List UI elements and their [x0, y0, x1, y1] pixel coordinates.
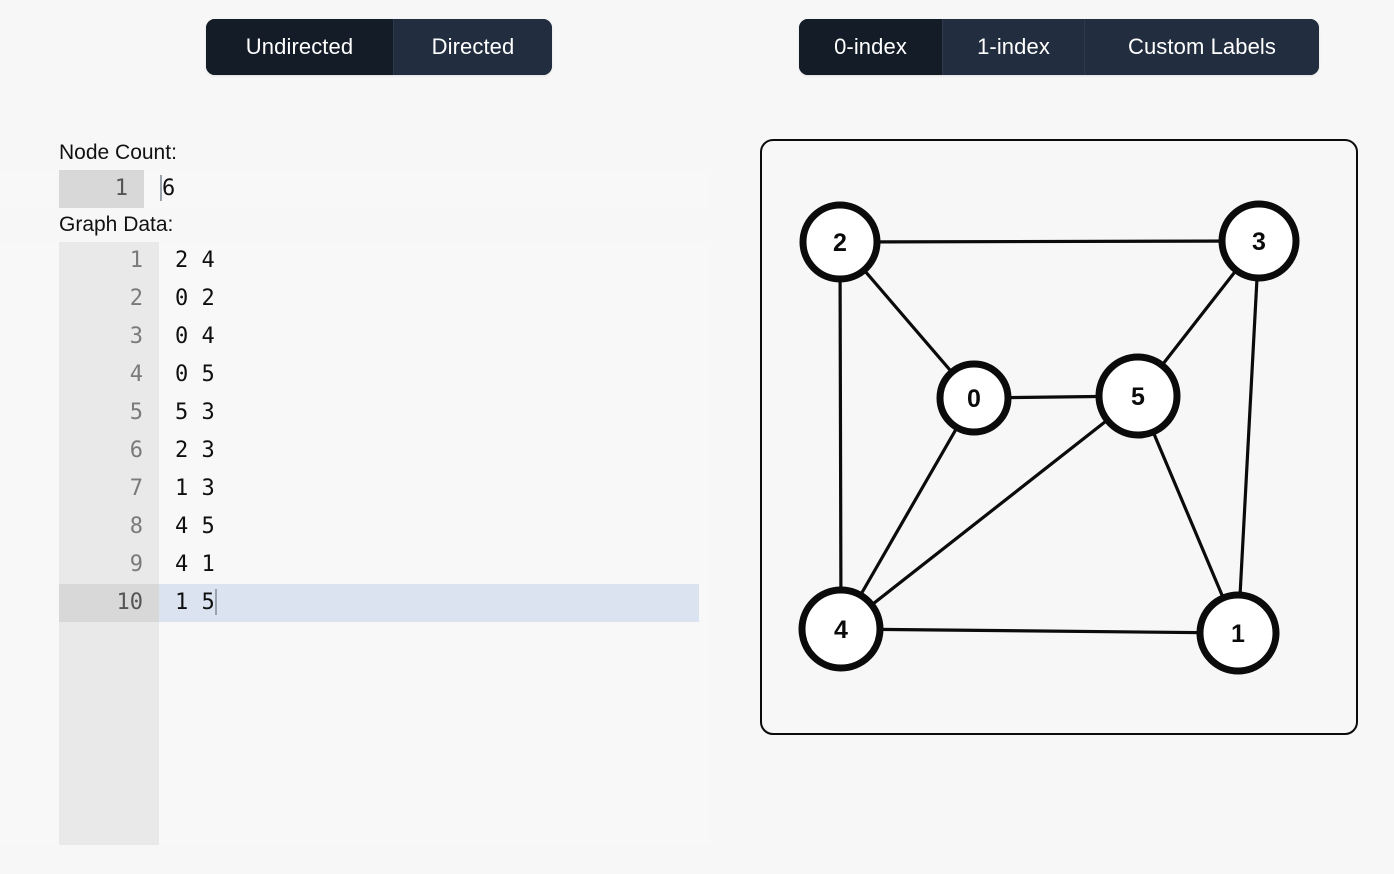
line-number: 3: [129, 324, 143, 349]
graph-edge: [839, 627, 1240, 635]
line-number: 7: [129, 476, 143, 501]
graph-node-circle[interactable]: [1196, 591, 1280, 675]
graph-node-label: 3: [1252, 228, 1266, 256]
line-content[interactable]: 0 5: [175, 362, 215, 387]
line-number: 2: [129, 286, 143, 311]
graph-direction-toggle[interactable]: Undirected Directed: [206, 19, 552, 75]
node-count-input[interactable]: 1 6: [0, 170, 710, 208]
line-number: 5: [129, 400, 143, 425]
graph-node[interactable]: 1: [1196, 591, 1280, 675]
graph-data-line[interactable]: 9 4 1: [59, 546, 710, 584]
node-count-label: Node Count:: [59, 141, 177, 164]
graph-edge: [838, 239, 1261, 244]
graph-node-label: 2: [833, 229, 847, 257]
graph-data-line[interactable]: 1 2 4: [59, 242, 710, 280]
text-caret: [214, 589, 217, 615]
graph-node-circle[interactable]: [799, 201, 881, 283]
graph-visualization-panel[interactable]: 0 1 2 3 4 5: [760, 139, 1358, 735]
line-content[interactable]: 1 5: [159, 584, 699, 622]
graph-edge: [839, 394, 1140, 631]
graph-data-label: Graph Data:: [59, 213, 174, 236]
line-number: 1: [129, 248, 143, 273]
graph-node-circle[interactable]: [798, 586, 884, 672]
graph-data-line[interactable]: 4 0 5: [59, 356, 710, 394]
line-content[interactable]: 0 2: [175, 286, 215, 311]
line-number: 10: [59, 584, 159, 622]
graph-edge: [839, 396, 976, 631]
graph-node[interactable]: 4: [798, 586, 884, 672]
graph-data-line[interactable]: 5 5 3: [59, 394, 710, 432]
node-layer: 0 1 2 3 4 5: [798, 200, 1300, 675]
graph-node-label: 5: [1131, 383, 1145, 411]
graph-node-circle[interactable]: [936, 360, 1012, 436]
graph-node[interactable]: 2: [799, 201, 881, 283]
line-number: 1: [59, 170, 144, 208]
graph-edge: [838, 240, 843, 631]
line-number: 4: [129, 362, 143, 387]
line-number: 9: [129, 552, 143, 577]
graph-data-line[interactable]: 2 0 2: [59, 280, 710, 318]
line-number: 8: [129, 514, 143, 539]
line-content[interactable]: 2 3: [175, 438, 215, 463]
graph-data-gutter: [59, 242, 159, 845]
node-count-line[interactable]: 1 6: [59, 170, 710, 208]
line-content[interactable]: 5 3: [175, 400, 215, 425]
toggle-0-index-button[interactable]: 0-index: [799, 19, 942, 75]
text-caret: [160, 175, 162, 201]
node-labeling-toggle[interactable]: 0-index 1-index Custom Labels: [799, 19, 1319, 75]
graph-node-circle[interactable]: [1218, 200, 1300, 282]
graph-node-circle[interactable]: [1095, 353, 1181, 439]
graph-data-line[interactable]: 7 1 3: [59, 470, 710, 508]
line-content[interactable]: 4 1: [175, 552, 215, 577]
graph-node[interactable]: 5: [1095, 353, 1181, 439]
graph-canvas[interactable]: 0 1 2 3 4 5: [762, 141, 1356, 733]
editor-column: Node Count: 1 6 Graph Data: 1 2 4 2 0 2 3 0 4…: [0, 136, 710, 845]
line-content[interactable]: 2 4: [175, 248, 215, 273]
graph-node[interactable]: 3: [1218, 200, 1300, 282]
line-content[interactable]: 6: [160, 175, 176, 201]
graph-edge: [1136, 394, 1240, 635]
graph-data-line[interactable]: 8 4 5: [59, 508, 710, 546]
graph-node-label: 0: [967, 385, 981, 413]
toggle-directed-button[interactable]: Directed: [393, 19, 552, 75]
toggle-custom-labels-button[interactable]: Custom Labels: [1084, 19, 1319, 75]
line-number: 6: [129, 438, 143, 463]
toggle-1-index-button[interactable]: 1-index: [942, 19, 1084, 75]
edge-layer: [838, 239, 1261, 635]
line-content[interactable]: 4 5: [175, 514, 215, 539]
graph-edge: [1236, 239, 1261, 635]
graph-data-line[interactable]: 3 0 4: [59, 318, 710, 356]
line-content[interactable]: 0 4: [175, 324, 215, 349]
graph-data-line[interactable]: 6 2 3: [59, 432, 710, 470]
toggle-undirected-button[interactable]: Undirected: [206, 19, 393, 75]
graph-node-label: 4: [834, 616, 848, 644]
graph-node[interactable]: 0: [936, 360, 1012, 436]
line-content[interactable]: 1 3: [175, 476, 215, 501]
graph-node-label: 1: [1231, 620, 1245, 648]
